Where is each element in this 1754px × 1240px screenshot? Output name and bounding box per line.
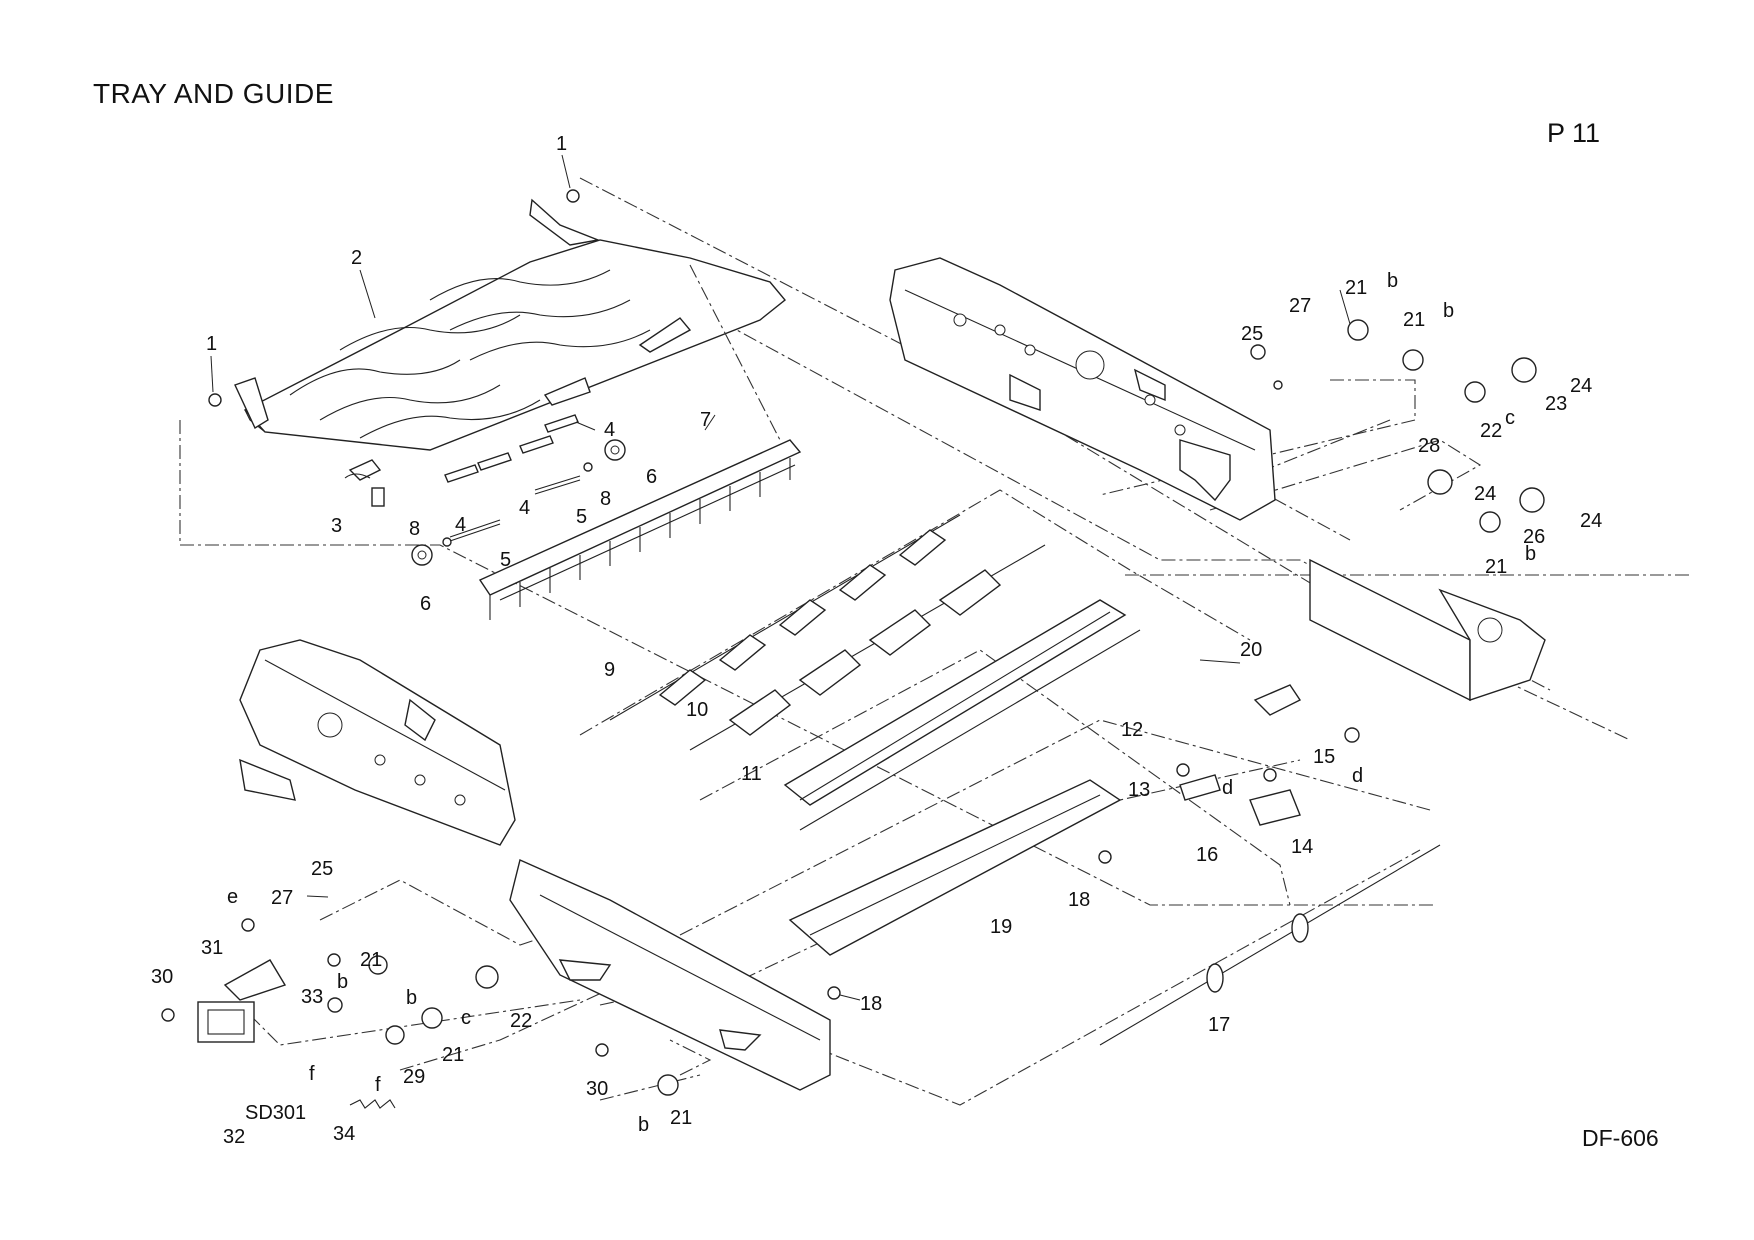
conveyance-roller-shaft bbox=[1099, 844, 1441, 1046]
callout-21-f: 21 bbox=[670, 1107, 692, 1129]
callout-6-a: 6 bbox=[646, 466, 657, 488]
tray-small-parts bbox=[208, 189, 626, 566]
callout-24-c: 24 bbox=[1580, 510, 1602, 532]
callout-31: 31 bbox=[201, 937, 223, 959]
callout-2: 2 bbox=[351, 247, 362, 269]
static-brush bbox=[478, 439, 802, 620]
callout-1-left: 1 bbox=[206, 333, 217, 355]
callout-c-1: c bbox=[1505, 407, 1515, 429]
leader-lines bbox=[210, 154, 1351, 1001]
callout-b-4: b bbox=[337, 971, 348, 993]
callout-d-1: d bbox=[1352, 765, 1363, 787]
callout-e: e bbox=[227, 886, 238, 908]
callout-b-2: b bbox=[1443, 300, 1454, 322]
callout-f-2: f bbox=[375, 1074, 381, 1096]
left-side-small-parts bbox=[161, 918, 679, 1109]
callout-30-b: 30 bbox=[586, 1078, 608, 1100]
callout-5-b: 5 bbox=[500, 549, 511, 571]
callout-25-a: 25 bbox=[1241, 323, 1263, 345]
callout-19: 19 bbox=[990, 916, 1012, 938]
lower-guide-plate bbox=[788, 779, 1122, 956]
callout-24-a: 24 bbox=[1570, 375, 1592, 397]
callout-18-b: 18 bbox=[860, 993, 882, 1015]
callout-b-3: b bbox=[1525, 543, 1536, 565]
callout-4-b: 4 bbox=[455, 514, 466, 536]
lower-right-bracket bbox=[1309, 558, 1546, 702]
callout-33: 33 bbox=[301, 986, 323, 1008]
right-side-small-parts bbox=[827, 319, 1545, 1000]
callout-d-2: d bbox=[1222, 777, 1233, 799]
page-number: P 11 bbox=[1547, 118, 1601, 148]
callout-18-a: 18 bbox=[1068, 889, 1090, 911]
upper-guide-plate bbox=[783, 599, 1127, 806]
exit-tray bbox=[234, 198, 786, 451]
callout-27-a: 27 bbox=[1289, 295, 1311, 317]
paddle-shafts bbox=[609, 514, 1046, 751]
callout-30-a: 30 bbox=[151, 966, 173, 988]
callout-labels: 1 1 2 3 4 4 4 5 5 6 6 7 8 8 9 10 11 12 1… bbox=[151, 133, 1602, 1148]
callout-17: 17 bbox=[1208, 1014, 1230, 1036]
callout-4-a: 4 bbox=[604, 419, 615, 441]
callout-21-b: 21 bbox=[1403, 309, 1425, 331]
callout-23: 23 bbox=[1545, 393, 1567, 415]
callout-4-c: 4 bbox=[519, 497, 530, 519]
callout-c-2: c bbox=[461, 1007, 471, 1029]
callout-14: 14 bbox=[1291, 836, 1313, 858]
callout-27-b: 27 bbox=[271, 887, 293, 909]
callout-22-a: 22 bbox=[1480, 420, 1502, 442]
left-frame-plate bbox=[239, 639, 516, 846]
callout-7: 7 bbox=[700, 409, 711, 431]
callout-28: 28 bbox=[1418, 435, 1440, 457]
callout-b-1: b bbox=[1387, 270, 1398, 292]
model-code: DF-606 bbox=[1582, 1125, 1659, 1151]
callout-22-b: 22 bbox=[510, 1010, 532, 1032]
callout-f-1: f bbox=[309, 1063, 315, 1085]
callout-20: 20 bbox=[1240, 639, 1262, 661]
callout-b-6: b bbox=[638, 1114, 649, 1136]
callout-25-b: 25 bbox=[311, 858, 333, 880]
callout-1-top: 1 bbox=[556, 133, 567, 155]
callout-b-5: b bbox=[406, 987, 417, 1009]
callout-29: 29 bbox=[403, 1066, 425, 1088]
callout-11: 11 bbox=[741, 763, 762, 785]
callout-26: 26 bbox=[1523, 526, 1545, 548]
callout-13: 13 bbox=[1128, 779, 1150, 801]
callout-8-a: 8 bbox=[600, 488, 611, 510]
callout-32: 32 bbox=[223, 1126, 245, 1148]
callout-8-b: 8 bbox=[409, 518, 420, 540]
shaft-12 bbox=[799, 629, 1141, 831]
callout-5-a: 5 bbox=[576, 506, 587, 528]
page-title: TRAY AND GUIDE bbox=[93, 78, 334, 109]
callout-21-a: 21 bbox=[1345, 277, 1367, 299]
callout-15: 15 bbox=[1313, 746, 1335, 768]
callout-21-d: 21 bbox=[360, 949, 382, 971]
callout-sd301: SD301 bbox=[245, 1102, 306, 1124]
callout-3: 3 bbox=[331, 515, 342, 537]
callout-16: 16 bbox=[1196, 844, 1218, 866]
lower-left-bracket bbox=[509, 859, 831, 1091]
callout-6-b: 6 bbox=[420, 593, 431, 615]
callout-9: 9 bbox=[604, 659, 615, 681]
callout-24-b: 24 bbox=[1474, 483, 1496, 505]
callout-12: 12 bbox=[1121, 719, 1143, 741]
callout-10: 10 bbox=[686, 699, 708, 721]
callout-21-e: 21 bbox=[442, 1044, 464, 1066]
callout-34: 34 bbox=[333, 1123, 355, 1145]
right-frame-plate bbox=[889, 257, 1276, 521]
callout-21-c: 21 bbox=[1485, 556, 1507, 578]
